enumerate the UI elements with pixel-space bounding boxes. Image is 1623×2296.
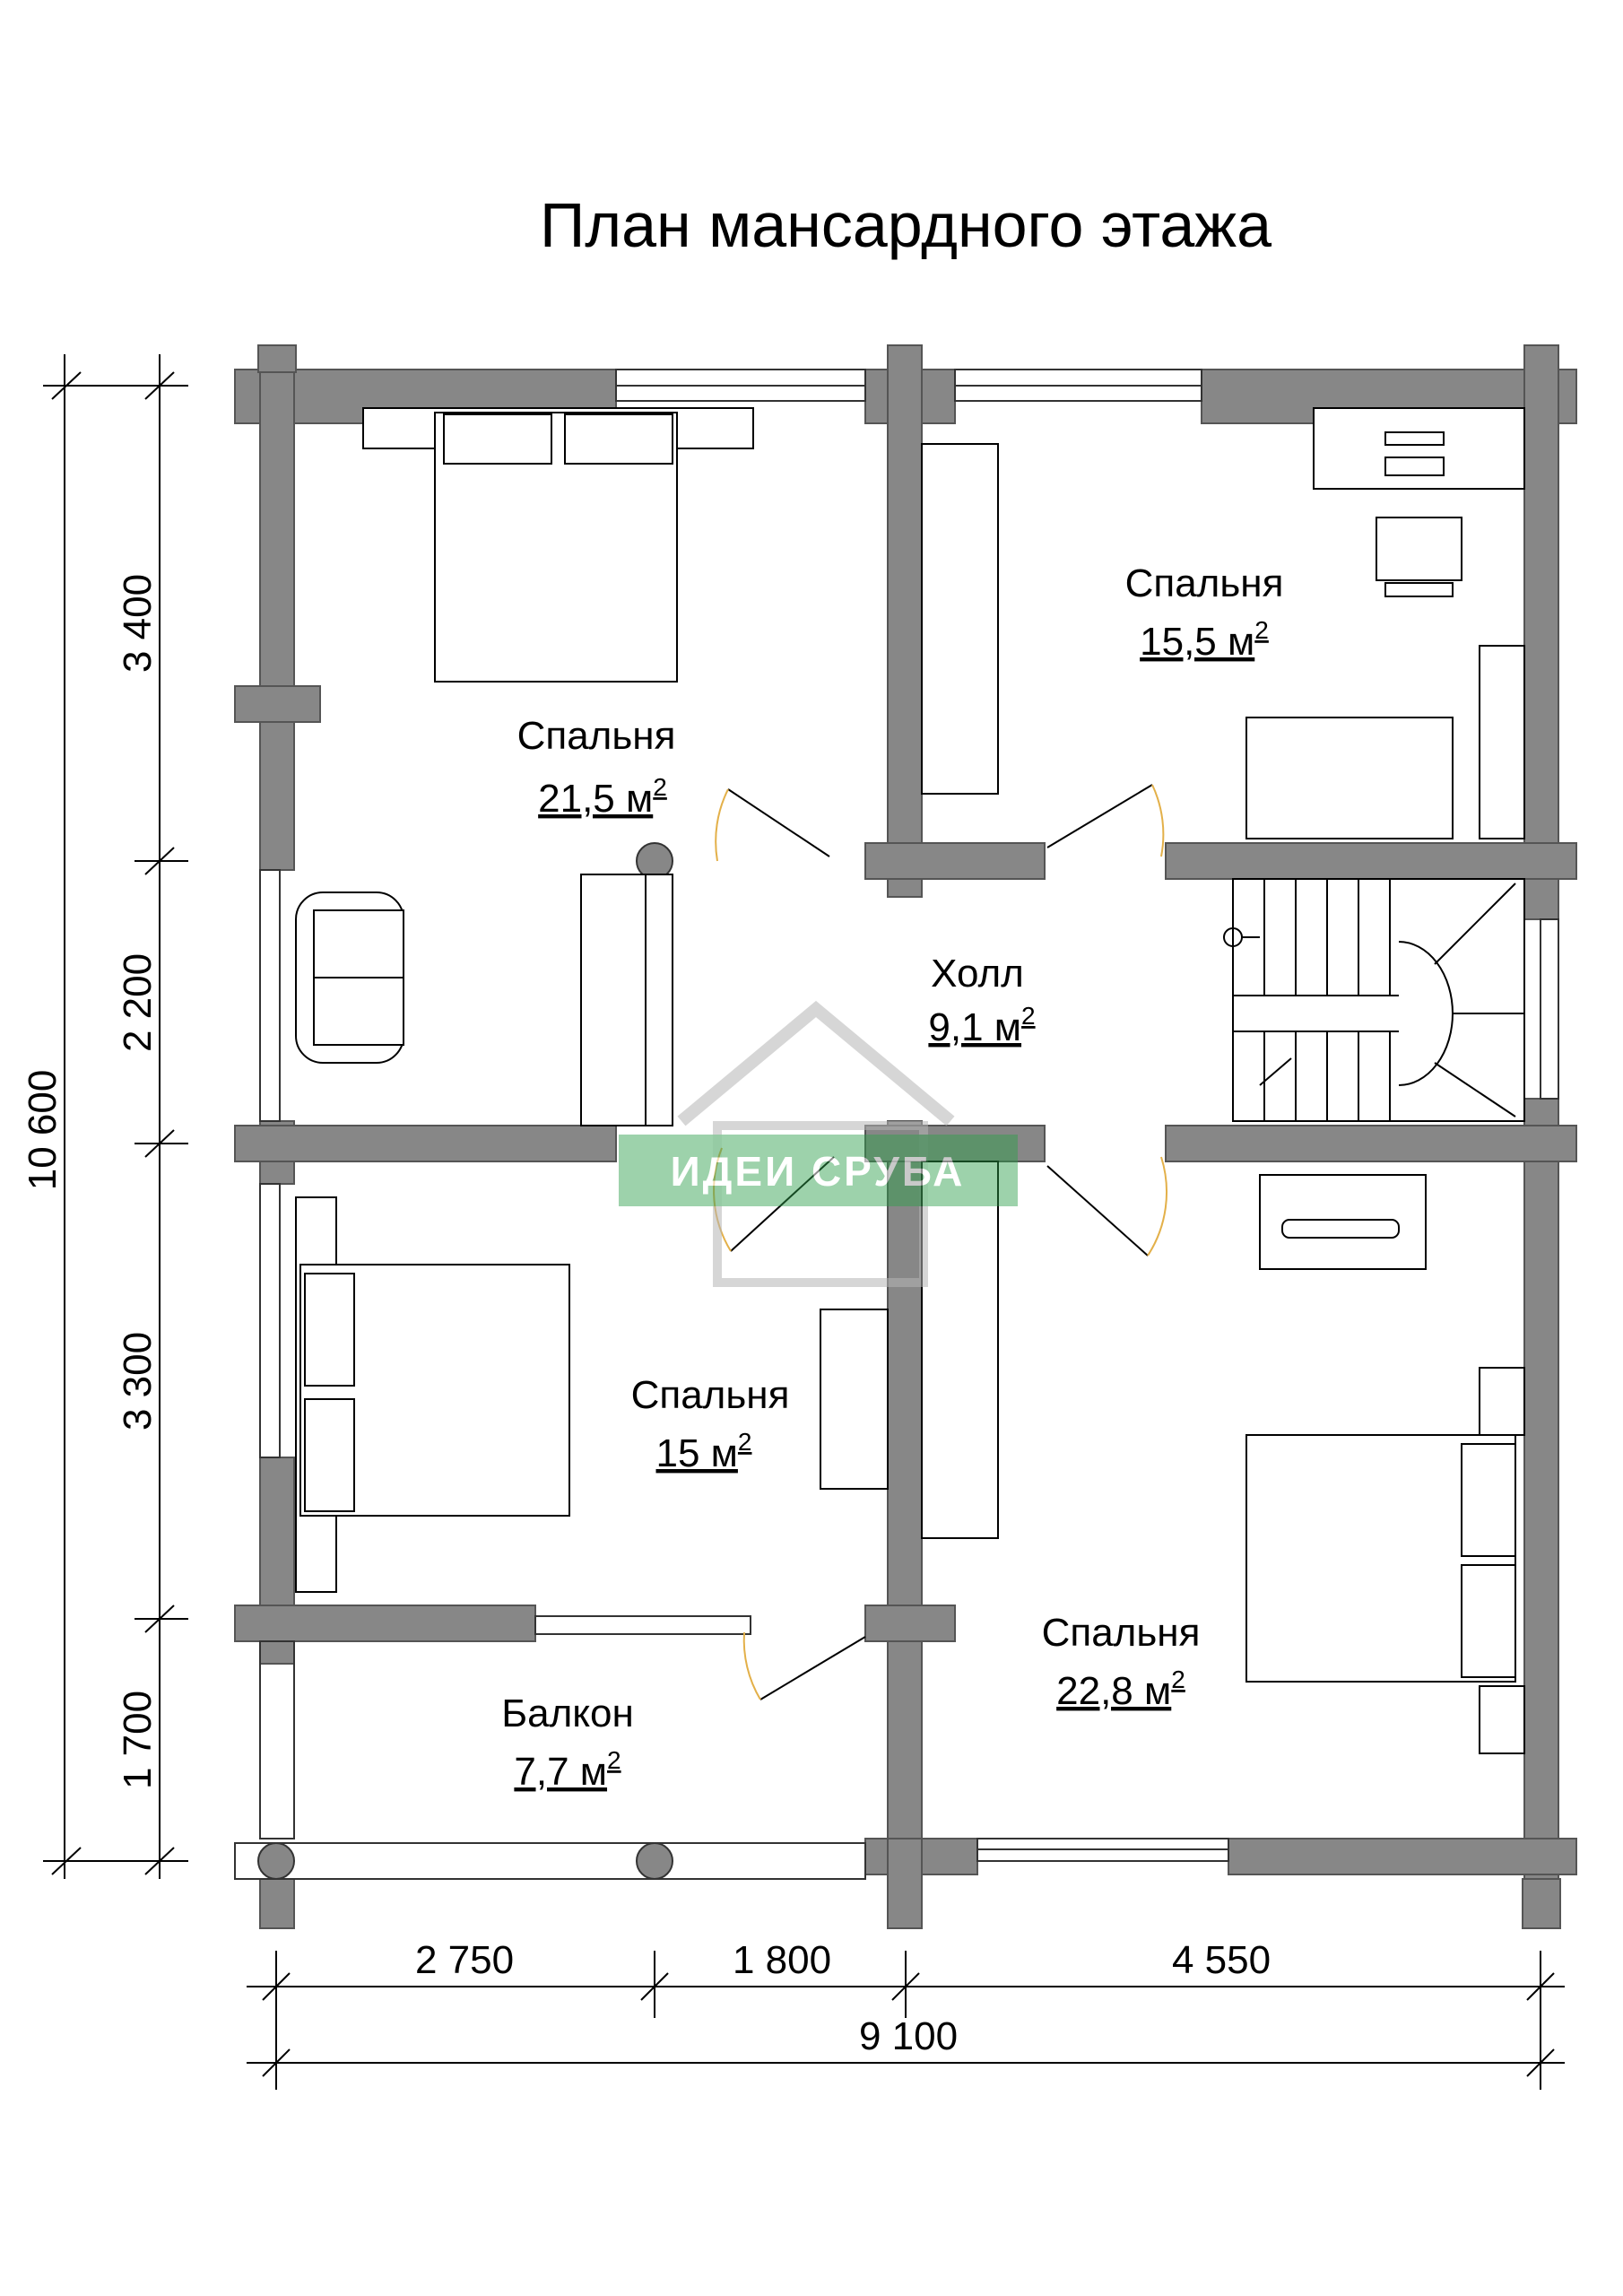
keyboard [1384, 457, 1445, 476]
room-area: 15 м [656, 1431, 738, 1475]
room-area: 7,7 м [514, 1750, 607, 1794]
dim-vertical-total: 10 600 [21, 1070, 65, 1191]
room-area-sup: 2 [653, 773, 667, 801]
log-end [257, 344, 297, 373]
tv [1376, 517, 1462, 581]
room-name: Балкон [501, 1692, 634, 1735]
balcony-wall [234, 1605, 536, 1642]
stair-treads [1233, 879, 1524, 1121]
bottom-wall-right [1228, 1838, 1577, 1875]
svg-text:9,1 м2: 9,1 м2 [928, 1002, 1035, 1049]
pillow [1461, 1564, 1516, 1678]
room-area: 15,5 м [1140, 620, 1254, 664]
middle-wall-right [1165, 1125, 1577, 1162]
dim-horizontal-segment: 2 750 [415, 1938, 514, 1982]
pillow [564, 413, 673, 465]
dim-horizontal-segment: 1 800 [733, 1938, 831, 1982]
cabinet [820, 1309, 889, 1490]
right-wall-top [1523, 344, 1559, 920]
room-area: 21,5 м [538, 777, 653, 821]
log-end [259, 1878, 295, 1929]
room-name: Спальня [1125, 561, 1284, 605]
room-name: Спальня [517, 714, 676, 758]
nightstand [1479, 1685, 1525, 1754]
window [259, 869, 281, 1122]
nightstand [1479, 645, 1525, 839]
tv-stand [1384, 582, 1454, 597]
dimension-labels: 10 600 3 400 2 200 3 300 1 700 2 750 1 8… [21, 574, 1271, 2058]
hall-top-wall-right [1165, 842, 1577, 880]
room-labels: Спальня 21,5 м2 Спальня 15,5 м2 Холл 9,1… [501, 561, 1283, 1794]
dim-vertical-segment: 3 400 [116, 574, 160, 673]
svg-text:21,5 м2: 21,5 м2 [538, 773, 667, 821]
balcony-wall-right [864, 1605, 956, 1642]
svg-text:15 м2: 15 м2 [656, 1428, 752, 1475]
room-area: 22,8 м [1056, 1669, 1171, 1713]
furniture [295, 407, 1525, 1754]
monitor [1384, 431, 1445, 446]
room-area-sup: 2 [1021, 1002, 1036, 1030]
watermark-banner [619, 1135, 1018, 1206]
svg-text:15,5 м2: 15,5 м2 [1140, 616, 1269, 664]
right-wall-bottom [1523, 1098, 1559, 1902]
svg-text:22,8 м2: 22,8 м2 [1056, 1665, 1185, 1713]
room-name: Спальня [1042, 1611, 1201, 1655]
windows [259, 369, 1559, 1862]
tv [1281, 1219, 1400, 1239]
hall-top-wall [864, 842, 1046, 880]
hall-railing [645, 874, 673, 1126]
watermark-text: ИДЕИ СРУБА [671, 1148, 966, 1195]
room-area: 9,1 м [928, 1005, 1021, 1049]
dim-horizontal-total: 9 100 [859, 2014, 958, 2058]
center-wall [887, 344, 923, 898]
dim-vertical-segment: 2 200 [116, 953, 160, 1052]
doors [713, 784, 1167, 1700]
wardrobe [921, 443, 999, 795]
room-name: Спальня [631, 1373, 790, 1417]
middle-wall-center [864, 1125, 1046, 1162]
center-wall-lower [887, 1120, 923, 1929]
balcony-railing [234, 1640, 866, 1880]
balcony-post [257, 1842, 295, 1880]
middle-wall-left [234, 1125, 617, 1162]
bed [1245, 717, 1454, 839]
wardrobe [921, 1161, 999, 1539]
left-wall-top [259, 344, 295, 871]
window [534, 1615, 751, 1635]
walls [234, 344, 1577, 1929]
window [1540, 918, 1559, 1100]
pillow [1461, 1443, 1516, 1557]
plan-title: План мансардного этажа [540, 190, 1271, 260]
pillow [443, 413, 552, 465]
dim-horizontal-segment: 4 550 [1172, 1938, 1271, 1982]
window [259, 1183, 281, 1458]
room-area-sup: 2 [738, 1428, 752, 1456]
room-area-sup: 2 [1254, 616, 1269, 644]
room-name: Холл [931, 952, 1024, 996]
balcony-post [636, 1842, 673, 1880]
pillow [304, 1273, 355, 1387]
dim-vertical-segment: 3 300 [116, 1332, 160, 1431]
stairs [1232, 878, 1525, 1122]
svg-text:7,7 м2: 7,7 м2 [514, 1746, 621, 1794]
nightstand [1479, 1367, 1525, 1436]
room-area-sup: 2 [1171, 1665, 1185, 1693]
dim-vertical-segment: 1 700 [116, 1691, 160, 1789]
log-end [234, 685, 321, 723]
dimension-lines [43, 354, 1565, 2090]
room-area-sup: 2 [607, 1746, 621, 1774]
log-end [887, 1838, 923, 1929]
watermark: ИДЕИ СРУБА [619, 1000, 1018, 1287]
desk [1313, 407, 1525, 490]
log-end [1522, 1878, 1561, 1929]
pillow [304, 1398, 355, 1512]
